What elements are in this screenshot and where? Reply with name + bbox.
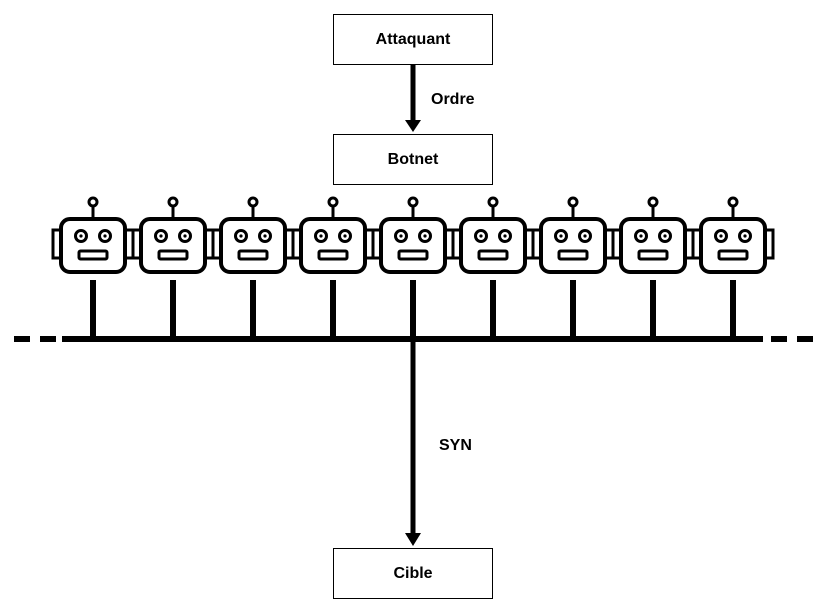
syn-edge-label: SYN [439,437,472,454]
botnet-robots [51,196,775,339]
target-node: Cible [333,548,493,599]
robot-icon [611,196,695,339]
attacker-label: Attaquant [375,30,451,48]
attacker-node: Attaquant [333,14,493,65]
robot-icon [131,196,215,339]
robot-icon [291,196,375,339]
order-arrow [405,65,421,132]
robot-icon [531,196,615,339]
order-edge-label: Ordre [431,91,475,108]
robot-icon [451,196,535,339]
target-label: Cible [393,564,433,582]
robot-icon [371,196,455,339]
botnet-label: Botnet [387,150,439,168]
robot-icon [691,196,775,339]
robot-icon [211,196,295,339]
syn-arrow [405,339,421,546]
botnet-node: Botnet [333,134,493,185]
robot-icon [51,196,135,339]
